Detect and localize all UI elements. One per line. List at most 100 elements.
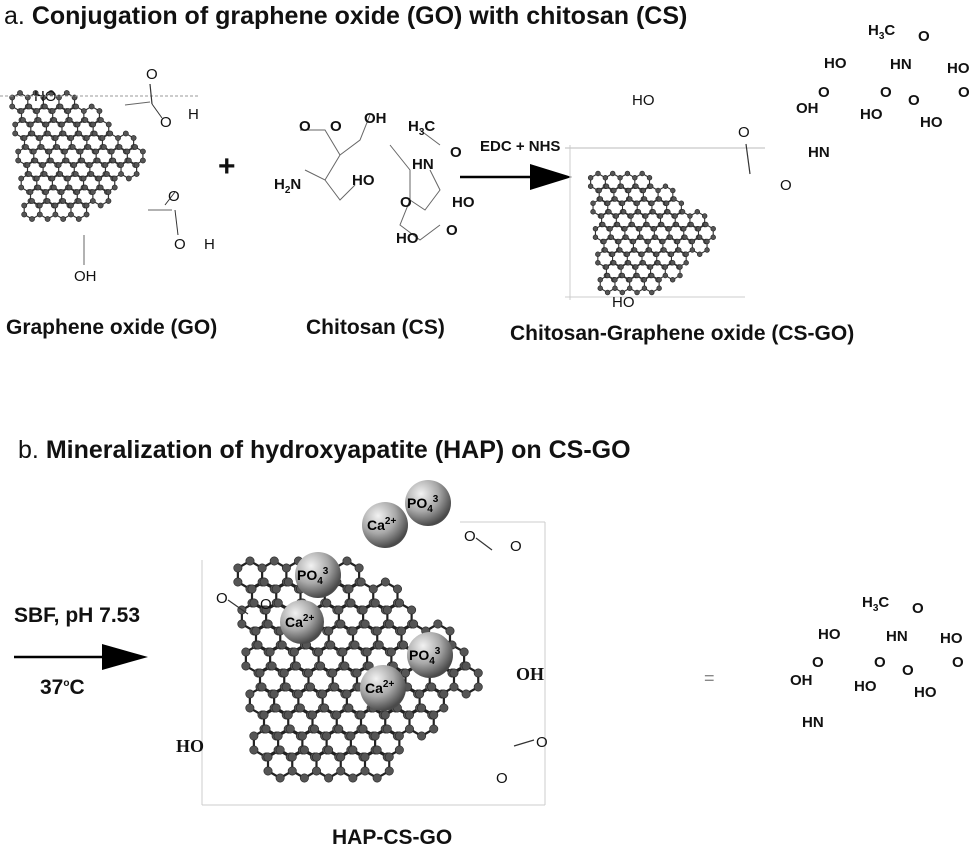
carbon-atom [634,289,640,296]
carbon-atom [587,175,594,181]
chain-b-o1: O [912,600,924,617]
carbon-atom [44,216,51,222]
carbon-atom [255,668,265,678]
carbon-atom [656,277,662,283]
carbon-atom [34,108,40,114]
carbon-atom [35,117,42,123]
carbon-atom [655,187,661,194]
chain-b-o2: O [812,654,824,671]
carbon-atom [342,556,352,566]
carbon-atom [105,121,112,128]
carbon-atom [461,689,471,699]
carbon-atom [362,647,372,657]
carbon-atom [384,619,394,629]
carbon-atom [89,198,96,204]
carbon-atom [654,251,660,257]
carbon-atom [297,731,307,741]
carbon-atom [271,584,281,594]
carbon-atom [318,689,328,699]
carbon-atom [598,213,605,219]
carbon-atom [271,703,281,713]
carbon-atom [68,202,74,209]
carbon-atom [12,130,19,137]
carbon-atom [660,238,666,245]
chain-b-hn2: HN [802,714,824,731]
carbon-atom [293,689,303,699]
csgo-o-link: O [738,124,750,141]
carbon-atom [394,598,404,608]
carbon-atom [602,247,608,253]
carbon-atom [275,745,285,755]
chain-a-ho3: HO [860,106,883,123]
carbon-atom [587,183,594,189]
carbon-atom [83,202,90,209]
carbon-atom [80,175,87,182]
carbon-atom [677,264,683,270]
carbon-atom [133,162,140,168]
chain-a-ho2: HO [947,60,970,77]
carbon-atom [666,226,672,232]
carbon-atom [69,144,76,150]
carbon-atom [111,175,118,182]
carbon-atom [338,647,348,657]
carbon-atom [287,752,297,762]
carbon-atom [601,238,607,245]
carbon-atom [269,556,279,566]
carbon-atom [263,752,273,762]
section-b-heading: Mineralization of hydroxyapatite (HAP) o… [45,436,631,464]
carbon-atom [62,148,68,155]
carbon-atom [671,196,677,202]
carbon-atom [245,689,255,699]
carbon-atom [249,745,259,755]
carbon-atom [285,724,295,734]
carbon-atom [380,577,390,587]
carbon-atom [657,213,664,219]
carbon-atom [299,745,309,755]
carbon-atom [50,184,57,191]
carbon-atom [125,175,132,182]
carbon-atom [237,619,247,629]
carbon-atom [595,170,601,177]
chain-b-oh: OH [790,672,813,689]
carbon-atom [311,766,321,776]
carbon-atom [36,211,43,218]
carbon-atom [649,272,655,279]
carbon-atom [241,647,251,657]
carbon-atom [386,647,396,657]
carbon-atom [415,689,425,699]
carbon-atom [58,189,65,195]
carbon-atom [407,605,417,615]
carbon-atom [665,209,671,215]
chain-b-h3c: H3C [862,594,890,614]
chitosan-structure [300,114,441,241]
carbon-atom [656,285,662,291]
carbon-atom [52,211,59,218]
carbon-atom [88,171,95,177]
carbon-atom [140,148,146,155]
carbon-atom [30,148,37,155]
carbon-atom [245,556,255,566]
chain-a-h3c: H3C [868,22,896,42]
carbon-atom [273,598,283,608]
carbon-atom [322,731,332,741]
carbon-atom [291,661,301,671]
hap-o3: O [464,528,476,545]
carbon-atom [249,731,259,741]
carbon-atom [66,117,73,123]
carbon-atom [89,189,96,195]
carbon-atom [295,703,305,713]
ball-ca-3: Ca2+ [360,665,406,711]
carbon-atom [21,211,28,218]
carbon-atom [704,238,710,245]
carbon-atom [604,289,611,296]
carbon-atom [674,238,681,245]
carbon-atom [18,175,25,182]
carbon-atom [662,272,668,279]
carbon-atom [640,187,647,194]
carbon-atom [33,175,40,182]
carbon-atom [611,260,617,266]
carbon-atom [417,703,427,713]
section-a-prefix: a. [4,2,25,30]
carbon-atom [618,264,624,270]
carbon-atom [358,605,368,615]
